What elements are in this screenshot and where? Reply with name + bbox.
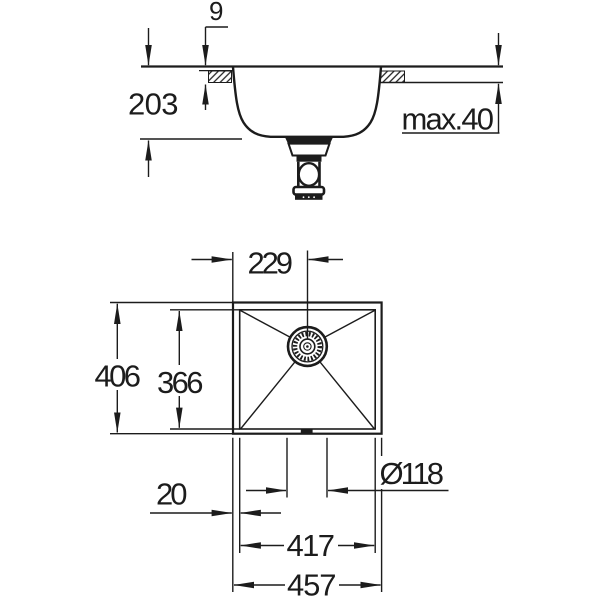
dim-label-drain-center-from-left: 229 — [248, 246, 293, 281]
label-mask — [92, 359, 143, 390]
bowl-diagonal-tl — [240, 309, 291, 338]
side-section-view: 9 203 max.40 — [128, 0, 503, 200]
dim-label-bowl-depth: 203 — [128, 87, 178, 122]
drain-outer-ring — [286, 325, 329, 368]
drain-assembly-side — [285, 137, 333, 200]
drain-ring-2 — [291, 330, 324, 363]
label-mask — [285, 569, 339, 598]
drain-center-dot — [306, 345, 309, 348]
dim-label-overall-depth: 406 — [95, 359, 141, 394]
dim-label-bowl-inner-depth: 366 — [157, 365, 203, 400]
overflow-mark — [300, 429, 313, 434]
bowl-diagonal-bl — [239, 361, 296, 430]
drain-trap-bulb — [297, 161, 321, 187]
drain-foot-ring — [292, 185, 326, 196]
drain-foot-dot — [313, 196, 315, 199]
plan-view: 229 406 366 Ø118 20 417 457 — [92, 246, 449, 600]
drain-center-ring — [303, 342, 312, 351]
bowl-diagonal-br — [319, 361, 376, 430]
dim-label-max-countertop-thickness: max.40 — [402, 102, 494, 137]
label-mask — [284, 530, 338, 559]
drain-nut — [296, 155, 322, 162]
dim-label-rim-height: 9 — [209, 0, 223, 26]
drain-inner-ring — [299, 338, 316, 355]
drain-plan — [286, 325, 329, 368]
sink-bowl-profile — [231, 66, 383, 138]
dim-label-overall-width: 457 — [287, 568, 336, 600]
bowl-outline-inner — [238, 308, 376, 430]
countertop-hatch-right — [380, 70, 405, 83]
bowl-diagonal-tr — [324, 309, 375, 338]
label-mask — [154, 365, 206, 396]
countertop-hatch-left — [208, 70, 232, 83]
label-mask — [378, 456, 445, 489]
drain-foot-dot — [302, 196, 305, 199]
drain-foot-dot — [307, 196, 310, 199]
dim-label-rim-width: 20 — [156, 477, 187, 512]
dim-label-drain-diameter: Ø118 — [380, 456, 444, 491]
drain-cup — [287, 142, 331, 157]
dim-label-bowl-inner-width: 417 — [287, 528, 335, 563]
drain-knurled-ring — [292, 331, 322, 362]
drain-flange — [285, 137, 333, 144]
